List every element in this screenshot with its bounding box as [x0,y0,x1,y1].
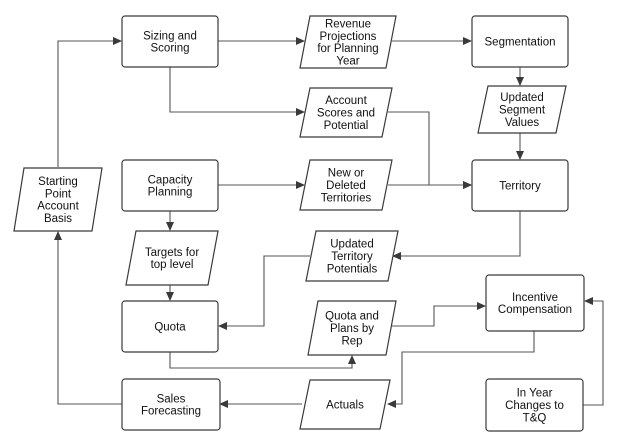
territory-process-box [471,159,569,212]
new-deleted-territories-data-shape [299,159,393,211]
quota-plans-by-rep-data-shape [307,300,397,356]
targets-top-level-label-line: top level [151,259,194,271]
revenue-projections-data-shape [299,15,397,69]
quota-plans-by-rep-label-line: Plans by [330,323,374,335]
in-year-changes-label-line: In Year [517,388,553,400]
capacity-planning-label-line: Capacity [148,174,193,186]
quota-label-line: Quota [154,322,186,334]
connector-territory-to-potentials [392,211,521,260]
quota-plans-by-rep-label-line: Rep [341,335,362,347]
sizing-scoring-label-line: Sizing and [143,30,197,42]
connector-incentive-to-actuals [387,331,535,408]
revenue-projections-label-line: for Planning [317,43,378,55]
starting-point-data-shape [13,167,103,232]
sales-forecasting-label-line: Sales [157,393,186,405]
connector-potentials-to-quota [218,255,310,330]
incentive-compensation-process-box [485,274,585,332]
sales-forecasting-label-line: Forecasting [141,406,201,418]
sizing-scoring-process-box [121,15,219,68]
revenue-projections-label-line: Projections [320,31,377,43]
connectors [54,37,604,408]
account-scores-label-line: Potential [324,120,369,132]
actuals-data-shape [299,379,391,430]
updated-segment-values-data-shape [477,85,567,134]
incentive-compensation-label-line: Incentive [512,292,558,304]
connector-sizing-to-account-scores [169,67,305,116]
sizing-scoring-label-line: Scoring [151,43,190,55]
incentive-compensation-label-line: Compensation [498,304,572,316]
new-deleted-territories-label-line: Territories [321,192,372,204]
updated-territory-potentials-data-shape [305,230,399,282]
node-quota: Quota [121,300,219,353]
starting-point-label-line: Account [37,201,79,213]
revenue-projections-label-line: Year [336,56,359,68]
connector-changes-to-incentive [583,297,604,406]
new-deleted-territories-label-line: Deleted [326,180,366,192]
capacity-planning-process-box [121,159,219,212]
starting-point-label-line: Point [45,188,72,200]
quota-process-box [121,300,219,353]
capacity-planning-label-line: Planning [148,187,193,199]
updated-segment-values-label-line: Updated [500,92,543,104]
node-segmentation: Segmentation [471,15,569,68]
connector-forecasting-to-starting-point [54,231,122,405]
connector-plans-by-rep-to-incentive [392,302,486,327]
targets-top-level-data-shape [125,230,219,286]
account-scores-label-line: Scores and [317,108,375,120]
updated-segment-values-label-line: Segment [499,105,546,117]
connector-account-scores-to-territory [388,111,472,189]
segmentation-process-box [471,15,569,68]
node-actuals: Actuals [299,379,391,430]
account-scores-label-line: Account [325,95,367,107]
new-deleted-territories-label-line: New or [328,168,365,180]
node-territory: Territory [471,159,569,212]
updated-territory-potentials-label-line: Territory [331,251,373,263]
sales-forecasting-process-box [121,378,221,431]
in-year-changes-label-line: Changes to [505,400,564,412]
updated-territory-potentials-label-line: Potentials [327,263,378,275]
connector-starting-point-to-sizing [57,37,122,167]
targets-top-level-label-line: Targets for [145,247,199,259]
connector-quota-to-plans-by-rep [169,352,356,369]
territory-label-line: Territory [499,181,541,193]
quota-plans-by-rep-label-line: Quota and [325,311,379,323]
actuals-label-line: Actuals [326,400,364,412]
account-scores-data-shape [299,87,393,138]
updated-segment-values-label-line: Values [505,117,540,129]
segmentation-label-line: Segmentation [485,37,556,49]
starting-point-label-line: Starting [38,176,78,188]
in-year-changes-label-line: T&Q [523,412,547,424]
starting-point-label-line: Basis [44,213,72,225]
updated-territory-potentials-label-line: Updated [330,239,373,251]
revenue-projections-label-line: Revenue [325,18,371,30]
in-year-changes-process-box [485,378,584,432]
